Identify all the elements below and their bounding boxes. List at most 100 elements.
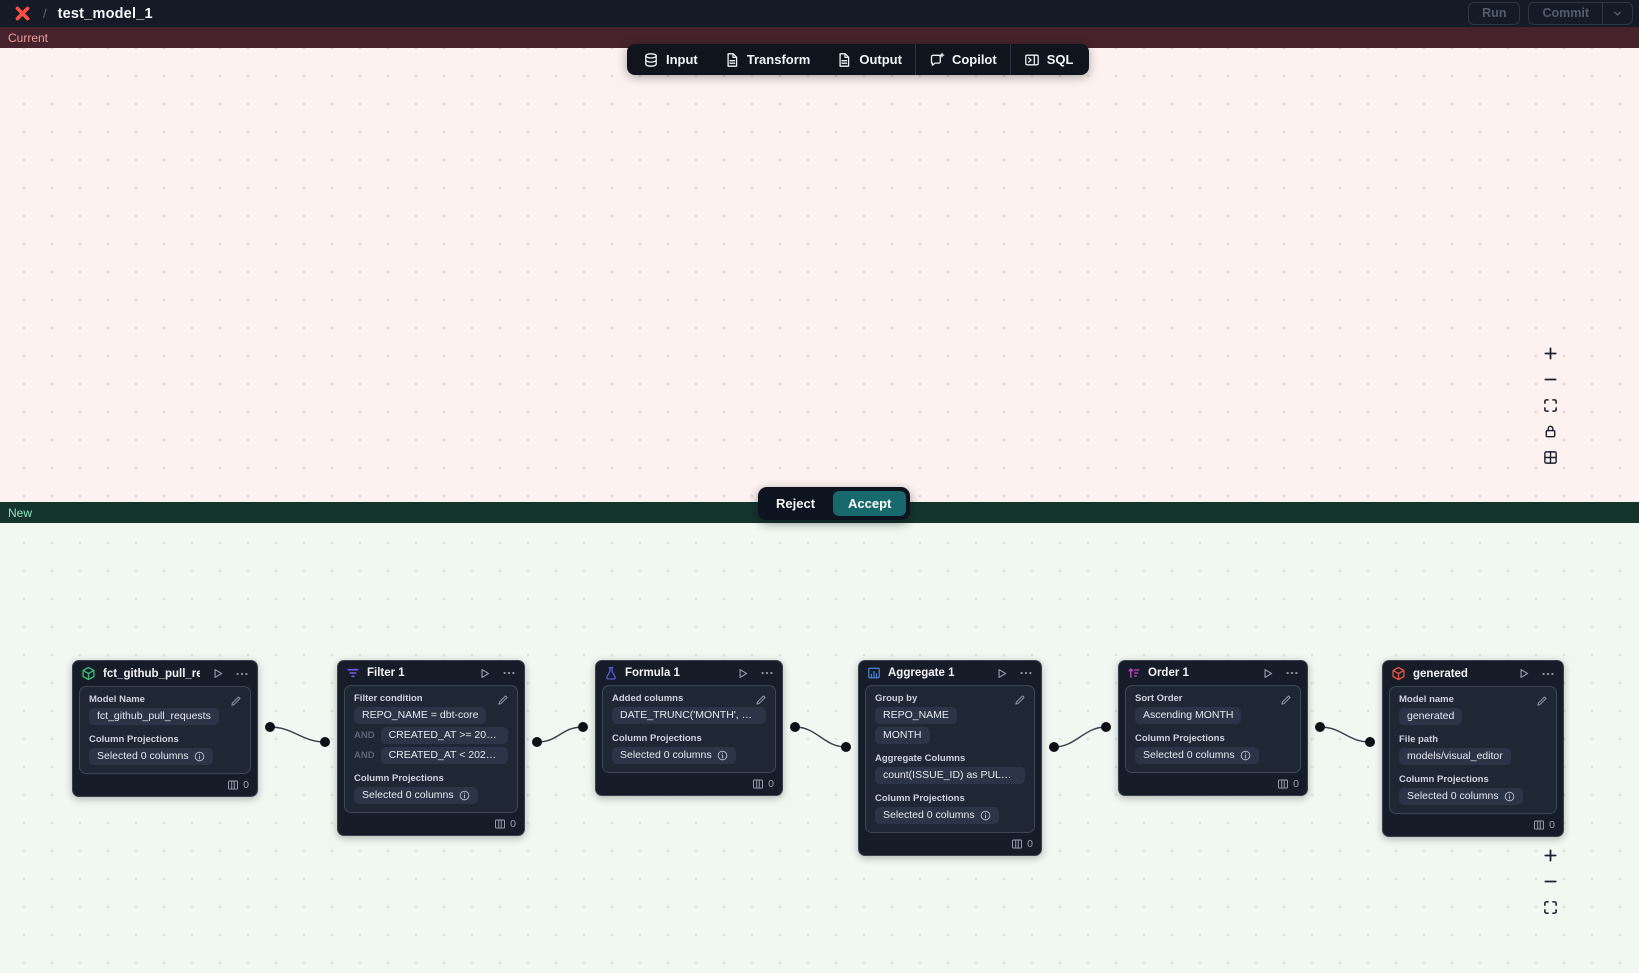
value-pill[interactable]: CREATED_AT < 2025-03-01 [381,747,508,764]
info-icon [717,750,728,761]
toolbar-item-output[interactable]: Output [823,44,915,75]
chevron-down-icon[interactable] [1602,3,1632,24]
play-icon[interactable] [211,667,224,680]
current-band-label: Current [8,31,48,45]
node-aggregate-1[interactable]: Aggregate 1Group byREPO_NAMEMONTHAggrega… [858,660,1042,856]
top-bar: / test_model_1 Run Commit [0,0,1639,27]
node-config-card: Group byREPO_NAMEMONTHAggregate Columnsc… [865,685,1035,833]
play-icon[interactable] [995,667,1008,680]
value-pill[interactable]: Selected 0 columns [354,787,478,804]
grid-button[interactable] [1539,446,1561,468]
toolbar-item-label: Input [666,52,698,67]
value-pill[interactable]: CREATED_AT >= 2024-12-01 [381,727,508,744]
value-pill[interactable]: Selected 0 columns [1399,788,1523,805]
node-order-1[interactable]: Order 1Sort OrderAscending MONTHColumn P… [1118,660,1308,796]
edge-source-filter [270,727,325,742]
node-formula-1[interactable]: Formula 1Added columnsDATE_TRUNC('MONTH'… [595,660,783,796]
toolbar-item-label: Output [859,52,902,67]
node-config-card: Sort OrderAscending MONTHColumn Projecti… [1125,685,1301,773]
reject-button[interactable]: Reject [762,491,829,516]
pill-text: fct_github_pull_requests [97,710,211,722]
pill-text: DATE_TRUNC('MONTH', CREATED_AT… [620,709,758,721]
table-icon [227,779,239,791]
value-pill[interactable]: DATE_TRUNC('MONTH', CREATED_AT… [612,707,766,724]
value-pill[interactable]: models/visual_editor [1399,748,1511,765]
info-icon [980,810,991,821]
value-pill[interactable]: MONTH [875,727,930,744]
edit-pencil-icon[interactable] [1280,693,1292,711]
toolbar-item-input[interactable]: Input [630,44,711,75]
more-icon[interactable] [1019,666,1033,680]
value-pill[interactable]: REPO_NAME [875,707,957,724]
value-pill[interactable]: Selected 0 columns [1135,747,1259,764]
condition-conjunction: AND [354,750,375,761]
edit-pencil-icon[interactable] [230,694,242,712]
edit-pencil-icon[interactable] [755,693,767,711]
commit-button[interactable]: Commit [1529,3,1602,24]
node-generated[interactable]: generatedModel namegeneratedFile pathmod… [1382,660,1564,837]
play-icon[interactable] [1517,667,1530,680]
value-pill[interactable]: REPO_NAME = dbt-core [354,707,486,724]
zoom-out-button[interactable] [1539,368,1561,390]
value-pill[interactable]: Selected 0 columns [875,807,999,824]
toolbar-item-copilot[interactable]: Copilot [916,44,1010,75]
new-canvas[interactable]: fct_github_pull_requestsModel Namefct_gi… [0,523,1639,973]
lock-button[interactable] [1539,420,1561,442]
edit-pencil-icon[interactable] [1014,693,1026,711]
node-fct_github_pull_requests[interactable]: fct_github_pull_requestsModel Namefct_gi… [72,660,258,797]
table-icon [1533,819,1545,831]
fit-view-button[interactable] [1539,394,1561,416]
more-icon[interactable] [760,666,774,680]
more-icon[interactable] [1285,666,1299,680]
value-pill[interactable]: Selected 0 columns [89,748,213,765]
info-icon [1240,750,1251,761]
toolbar-item-label: Copilot [952,52,997,67]
value-pill[interactable]: Selected 0 columns [612,747,736,764]
play-icon[interactable] [1261,667,1274,680]
toolbar-item-sql[interactable]: SQL [1011,44,1087,75]
canvas-toolbar: Input Transform Output Copilot SQL [627,44,1089,75]
accept-button[interactable]: Accept [833,491,906,516]
flask-icon [604,666,618,680]
current-canvas-controls [1539,342,1561,468]
node-config-card: Filter conditionREPO_NAME = dbt-coreAND C… [344,685,518,813]
zoom-in-button[interactable] [1539,342,1561,364]
section-label: Group by [875,693,1025,704]
node-config-card: Added columnsDATE_TRUNC('MONTH', CREATED… [602,685,776,773]
row-count: 0 [1027,838,1033,850]
condition-conjunction: AND [354,730,375,741]
value-pill[interactable]: count(ISSUE_ID) as PULL_REQUEST_… [875,767,1025,784]
play-icon[interactable] [478,667,491,680]
value-pill[interactable]: fct_github_pull_requests [89,708,219,725]
node-title: Filter 1 [367,667,467,679]
value-pill[interactable]: Ascending MONTH [1135,707,1241,724]
new-canvas-controls [1539,844,1561,918]
pill-text: Selected 0 columns [362,789,454,801]
node-title: fct_github_pull_requests [103,668,200,680]
pill-text: Selected 0 columns [883,809,975,821]
toolbar-item-transform[interactable]: Transform [711,44,824,75]
zoom-in-button[interactable] [1539,844,1561,866]
edit-pencil-icon[interactable] [497,693,509,711]
info-icon [1504,791,1515,802]
edit-pencil-icon[interactable] [1536,694,1548,712]
node-filter-1[interactable]: Filter 1 Filter conditionREPO_NAME = dbt-… [337,660,525,836]
row-count: 0 [768,778,774,790]
more-icon[interactable] [1541,667,1555,681]
more-icon[interactable] [235,667,249,681]
section-label: Filter condition [354,693,508,704]
section-label: Column Projections [89,734,241,745]
fit-view-button[interactable] [1539,896,1561,918]
dbt-x-logo-icon[interactable] [14,5,31,22]
row-count: 0 [1293,778,1299,790]
zoom-out-button[interactable] [1539,870,1561,892]
pill-text: Ascending MONTH [1143,709,1233,721]
more-icon[interactable] [502,666,516,680]
play-icon[interactable] [736,667,749,680]
run-button[interactable]: Run [1468,2,1520,25]
current-canvas[interactable] [0,48,1639,502]
section-label: Added columns [612,693,766,704]
value-pill[interactable]: generated [1399,708,1462,725]
node-config-card: Model namegeneratedFile pathmodels/visua… [1389,686,1557,814]
table-icon [1277,778,1289,790]
